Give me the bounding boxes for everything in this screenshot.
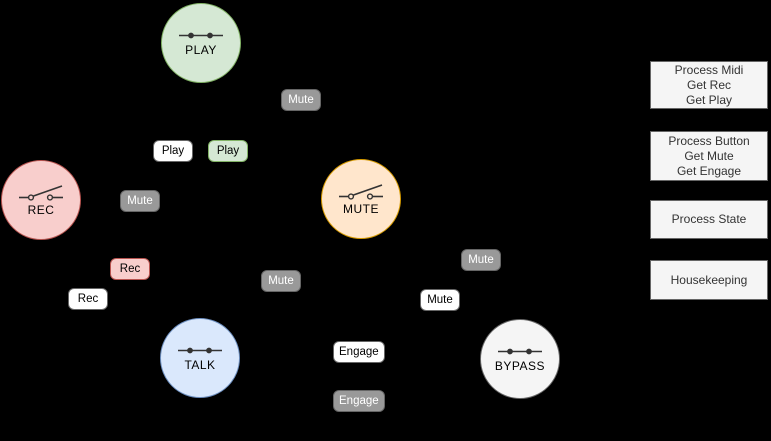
edge-label-mute: Mute: [420, 289, 460, 311]
edge-label-engage: Engage: [333, 341, 385, 363]
process-box-line: Get Play: [685, 92, 733, 107]
process-box-line: Get Engage: [676, 163, 742, 178]
process-box-line: Housekeeping: [670, 272, 748, 287]
state-node-rec: REC: [1, 160, 81, 240]
state-label-talk: TALK: [184, 358, 216, 372]
state-node-talk: TALK: [160, 318, 240, 398]
edge-label-play: Play: [208, 140, 248, 162]
switch-open-icon: [339, 184, 383, 200]
edge-label-mute: Mute: [120, 190, 160, 212]
switch-closed-icon: [179, 32, 223, 39]
process-box-line: Process Button: [668, 133, 750, 148]
process-box-button: Process Button Get Mute Get Engage: [650, 131, 768, 181]
switch-closed-icon: [498, 348, 542, 355]
process-box-state: Process State: [650, 200, 768, 239]
process-box-line: Get Rec: [686, 77, 731, 92]
process-box-line: Process Midi: [674, 62, 744, 77]
edge-label-mute: Mute: [261, 270, 301, 292]
switch-open-icon: [19, 185, 63, 201]
process-box-midi: Process Midi Get Rec Get Play: [650, 61, 768, 109]
edge-label-mute: Mute: [461, 249, 501, 271]
state-node-bypass: BYPASS: [480, 319, 560, 399]
process-box-line: Process State: [671, 212, 747, 226]
state-label-play: PLAY: [185, 43, 217, 57]
edge-label-play: Play: [153, 140, 193, 162]
process-box-line: Get Mute: [684, 148, 734, 163]
state-label-mute: MUTE: [343, 202, 379, 216]
edge-label-mute: Mute: [281, 89, 321, 111]
edge-label-engage: Engage: [333, 390, 385, 412]
edge-label-rec: Rec: [110, 258, 150, 280]
state-node-play: PLAY: [161, 3, 241, 83]
process-box-housekeeping: Housekeeping: [650, 260, 768, 300]
state-label-bypass: BYPASS: [494, 359, 546, 373]
edge-label-rec: Rec: [68, 288, 108, 310]
state-node-mute: MUTE: [321, 159, 401, 239]
switch-closed-icon: [178, 347, 222, 354]
state-label-rec: REC: [27, 203, 55, 217]
